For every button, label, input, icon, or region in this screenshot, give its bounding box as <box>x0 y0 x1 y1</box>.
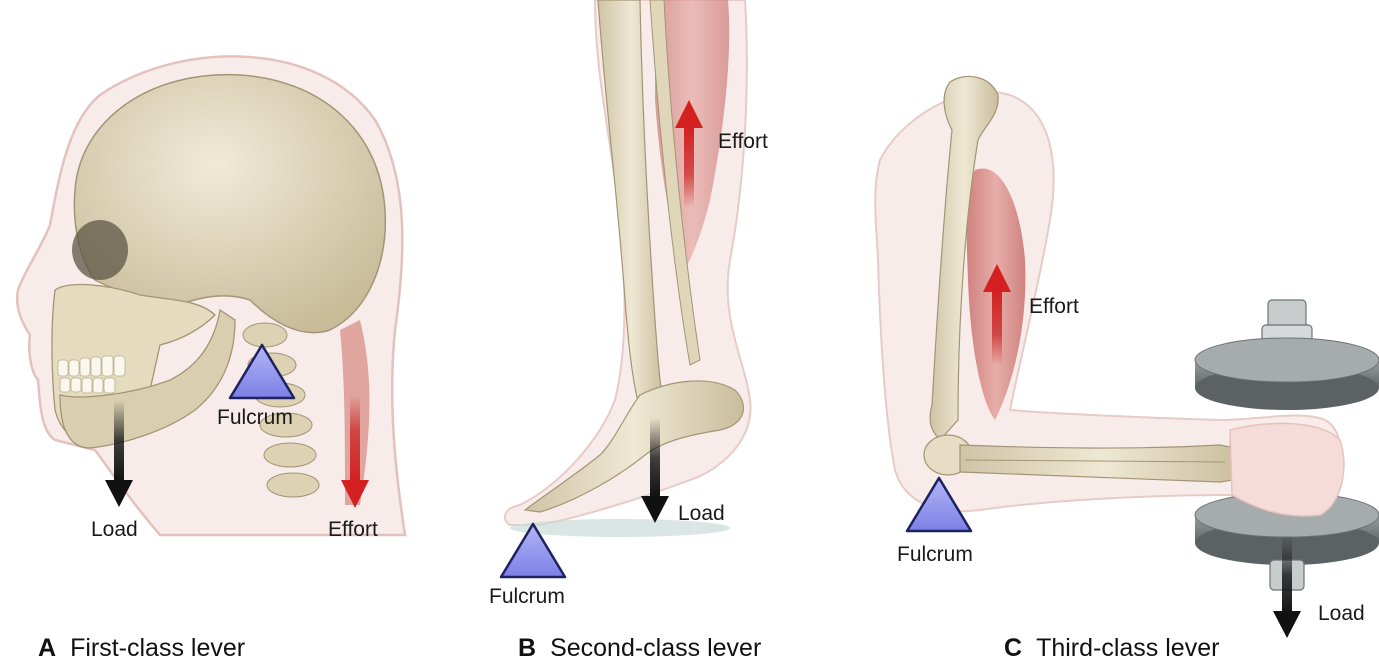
load-label-b: Load <box>678 502 725 525</box>
hand-skin <box>1229 422 1345 517</box>
panel-b-leg <box>503 0 752 537</box>
ground-shadow <box>510 519 730 537</box>
humerus-bone <box>929 75 999 441</box>
panel-c-arm <box>874 75 1379 591</box>
load-label-c: Load <box>1318 602 1365 625</box>
skull-teeth <box>57 355 126 394</box>
load-label-a: Load <box>91 518 138 541</box>
skull-eye-socket <box>72 220 128 280</box>
effort-arrow-c <box>983 264 1011 365</box>
load-arrow-b <box>641 418 669 523</box>
fulcrum-label-a: Fulcrum <box>217 406 293 429</box>
caption-letter-b: B <box>518 634 537 662</box>
effort-label-c: Effort <box>1029 295 1079 318</box>
fibula-bone <box>649 0 701 366</box>
fulcrum-label-c: Fulcrum <box>897 543 973 566</box>
caption-letter-a: A <box>38 634 57 662</box>
effort-label-a: Effort <box>328 518 378 541</box>
fulcrum-triangle-b <box>499 522 567 579</box>
caption-title-c: Third-class lever <box>1036 634 1220 662</box>
caption-title-a: First-class lever <box>70 634 246 662</box>
effort-arrow-b <box>675 100 703 208</box>
foot-bones <box>523 380 744 513</box>
caption-b: B Second-class lever <box>518 634 761 663</box>
fulcrum-triangle-c <box>905 476 973 533</box>
load-arrow-c <box>1273 535 1301 638</box>
fulcrum-label-b: Fulcrum <box>489 585 565 608</box>
fulcrum-triangle-a <box>228 343 296 400</box>
effort-label-b: Effort <box>718 130 768 153</box>
caption-title-b: Second-class lever <box>550 634 762 662</box>
caption-a: A First-class lever <box>38 634 245 663</box>
panel-a-head <box>15 55 407 537</box>
skull-mandible <box>59 308 236 449</box>
load-arrow-a <box>105 400 133 507</box>
caption-letter-c: C <box>1004 634 1023 662</box>
caption-c: C Third-class lever <box>1004 634 1219 663</box>
effort-arrow-a <box>341 395 369 508</box>
